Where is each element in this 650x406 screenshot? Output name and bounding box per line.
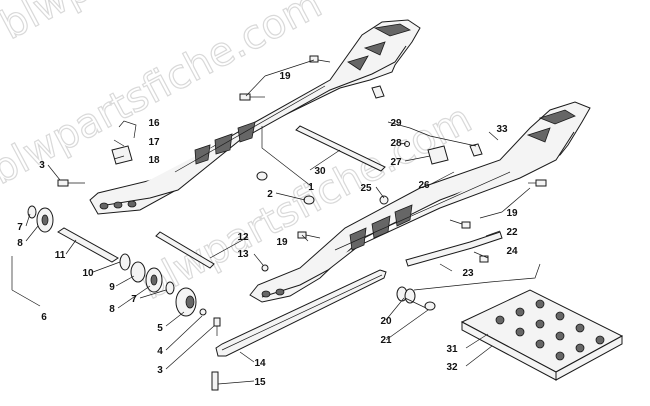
idler-wheel [175,287,207,317]
rear-axle-assembly [27,205,175,295]
callout-7-lower: 7 [131,294,137,305]
cross-shaft [295,125,386,172]
rear-slide-rail [89,19,421,215]
callout-6: 6 [41,312,47,323]
callout-21: 21 [380,335,392,346]
callout-3-lower: 3 [157,365,163,376]
bolts [57,55,547,391]
callout-28: 28 [390,138,402,149]
stop-block-17 [111,145,133,165]
callout-2: 2 [267,189,273,200]
callout-4: 4 [157,346,163,357]
callout-26: 26 [418,180,430,191]
callout-17: 17 [148,137,160,148]
callout-33: 33 [496,124,508,135]
callout-27: 27 [390,157,402,168]
callout-14: 14 [254,358,266,369]
nut-25 [379,195,389,205]
callout-10: 10 [82,268,94,279]
callout-7-upper: 7 [17,222,23,233]
callout-19-right: 19 [506,208,518,219]
nut-13 [261,264,269,272]
callout-22: 22 [506,227,518,238]
callout-20: 20 [380,316,392,327]
front-slide-rail [249,101,591,303]
callout-8-upper: 8 [17,238,23,249]
shaft-12 [155,231,215,269]
spacer-2 [256,171,268,181]
callout-numbers: 1 2 3 3 4 5 6 7 7 8 8 9 10 11 12 13 14 1… [17,71,518,388]
callout-15: 15 [254,377,266,388]
callout-11: 11 [55,250,66,261]
callout-19-top: 19 [279,71,291,82]
callout-31: 31 [446,344,458,355]
callout-30: 30 [314,166,326,177]
callout-8-lower: 8 [109,304,115,315]
callout-1: 1 [308,182,314,193]
bushing-29 [371,85,483,157]
callout-18: 18 [148,155,160,166]
callout-12: 12 [237,232,249,243]
callout-23: 23 [462,268,474,279]
callout-32: 32 [446,362,458,373]
callout-9: 9 [109,282,115,293]
callout-29: 29 [390,118,402,129]
callout-3-upper: 3 [39,160,45,171]
stop-block-27 [427,145,449,165]
spacer-2b [303,195,315,205]
callout-13: 13 [237,249,249,260]
callout-25: 25 [360,183,372,194]
callout-19-middle: 19 [276,237,288,248]
callout-16: 16 [148,118,160,129]
callout-24: 24 [506,246,518,257]
hifax-block [460,289,624,381]
callout-5: 5 [157,323,163,334]
leader-lines [11,59,531,385]
torsion-spring [396,263,541,311]
strap-22 [405,231,503,267]
